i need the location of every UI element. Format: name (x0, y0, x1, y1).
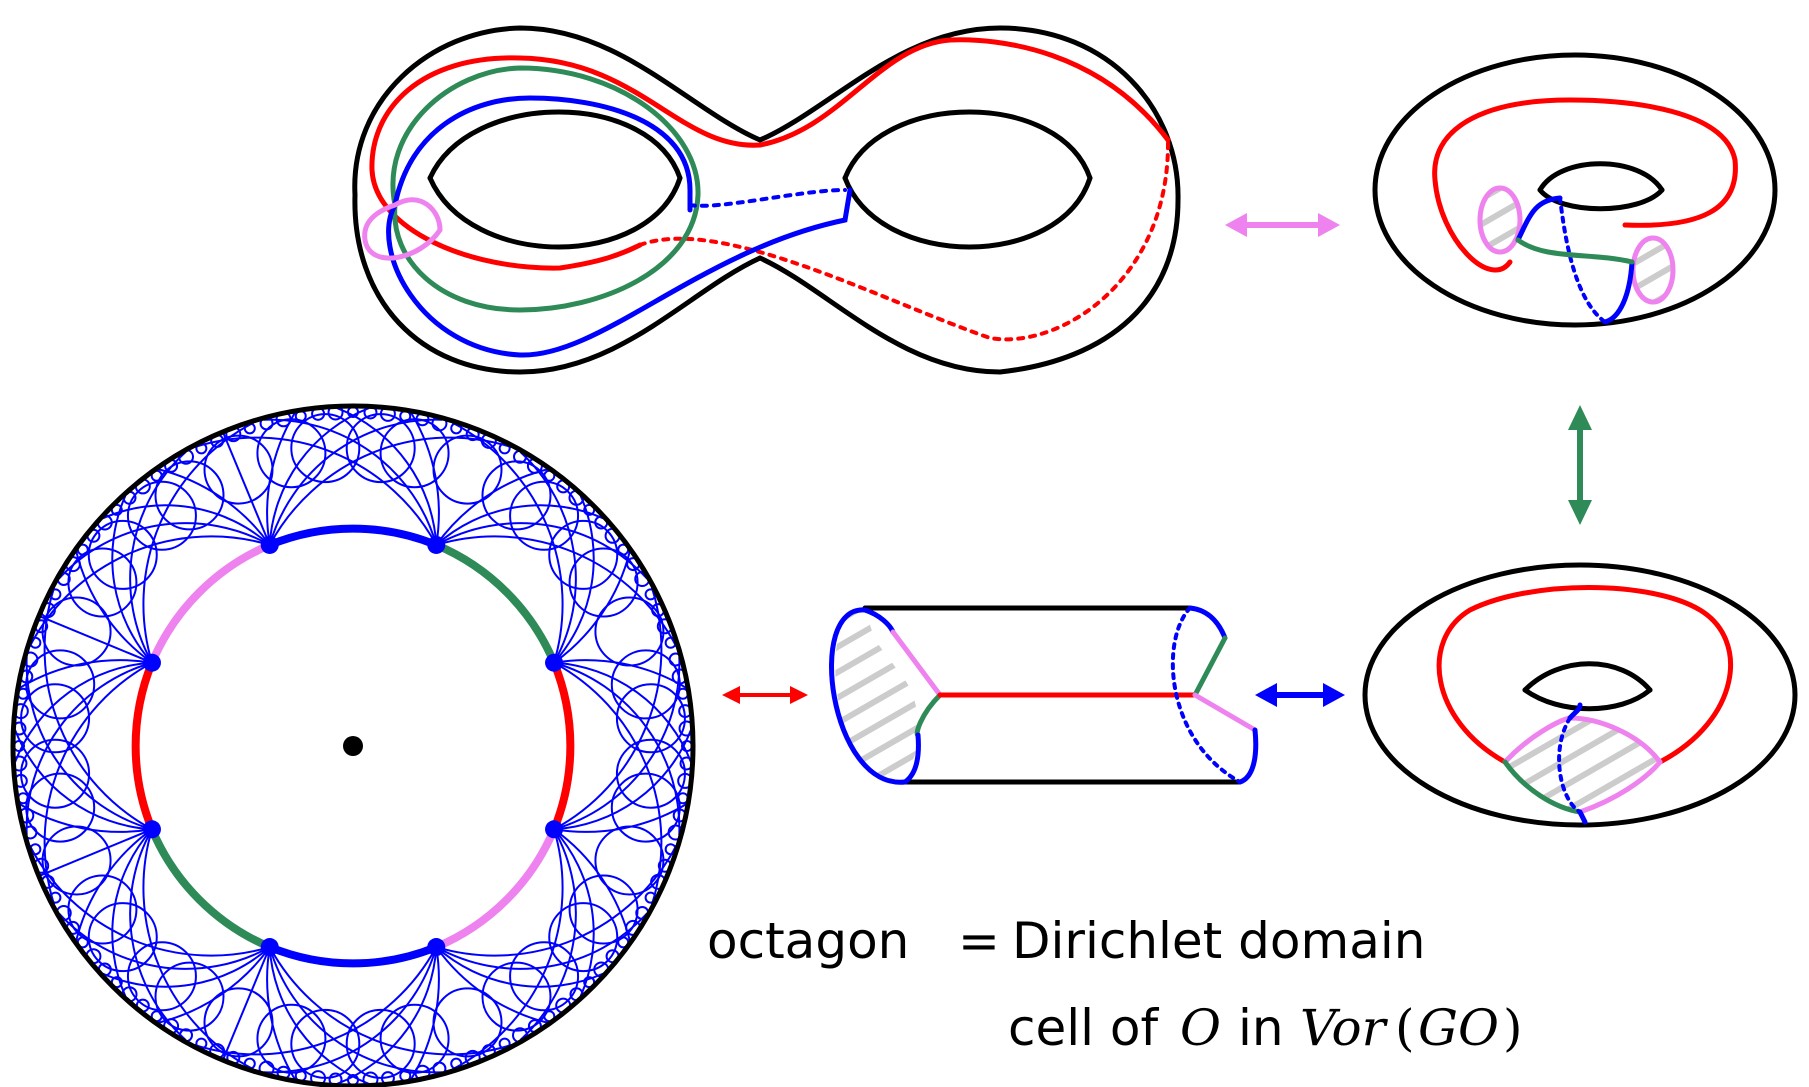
octagon-side (152, 829, 270, 947)
torus2-hole-bottom (1525, 690, 1650, 709)
torus1-blue-dotted (1560, 198, 1605, 322)
cylinder (831, 608, 1255, 782)
torus1-blue-left (1518, 198, 1560, 240)
octagon-vertex (143, 820, 161, 838)
octagon-side (436, 829, 554, 947)
torus2-hole-top (1525, 664, 1650, 690)
blue-double-arrow (1255, 683, 1345, 707)
octagon-side (152, 545, 270, 663)
tiling-arc (554, 551, 630, 662)
caption-Vor: Vor (1300, 999, 1389, 1057)
green-double-arrow (1568, 405, 1592, 525)
caption-GO: GO (1418, 999, 1499, 1057)
tiling-arc (554, 829, 630, 940)
tiling-arc (436, 947, 547, 1023)
torus-cut-one (1375, 55, 1775, 325)
octagon-vertex (427, 536, 445, 554)
octagon-vertex (143, 654, 161, 672)
caption-cell-of: cell of (1008, 999, 1160, 1057)
cylinder-right-blue-bottom (1240, 730, 1256, 782)
octagon-side (554, 663, 570, 830)
blue-loop-dotted (690, 190, 845, 206)
octagon-side (436, 545, 554, 663)
tiling-arc (436, 469, 547, 545)
torus1-red-loop (1435, 100, 1736, 270)
octagon-side (136, 663, 152, 830)
right-hole-top (845, 112, 1090, 178)
cylinder-hatched-end (835, 610, 919, 780)
octagon-vertex (261, 536, 279, 554)
cylinder-right-green (1195, 638, 1225, 695)
octagon-vertex (427, 938, 445, 956)
violet-double-arrow (1225, 213, 1340, 237)
caption-equals: = (958, 912, 1000, 970)
octagon-vertex (261, 938, 279, 956)
torus2-hatched-disk (1505, 718, 1660, 812)
caption-O: O (1180, 999, 1221, 1057)
octagon-side (270, 529, 437, 545)
torus1-violet-left (1480, 188, 1520, 252)
caption-octagon: octagon (707, 912, 909, 970)
caption-paren-close: ) (1503, 999, 1523, 1057)
torus1-hole-top (1540, 164, 1662, 190)
torus2-blue-bottom (1580, 812, 1585, 822)
torus-cut-two (1365, 565, 1795, 825)
cylinder-right-violet (1195, 695, 1255, 730)
caption-dirichlet: Dirichlet domain (1012, 912, 1425, 970)
caption-in: in (1238, 999, 1284, 1057)
torus1-green (1518, 240, 1632, 262)
torus1-blue-right (1605, 262, 1632, 322)
cylinder-left-green (917, 695, 940, 735)
caption-paren-open: ( (1395, 999, 1415, 1057)
torus1-violet-right (1633, 238, 1673, 302)
caption: octagon = Dirichlet domain cell of O in … (707, 912, 1523, 1057)
octagon-vertex (545, 820, 563, 838)
octagon-vertex (545, 654, 563, 672)
center-point-O (343, 736, 363, 756)
genus2-surface (355, 28, 1178, 372)
red-double-arrow (722, 686, 808, 704)
poincare-disk (12, 405, 693, 1086)
left-hole-bottom (430, 178, 680, 247)
octagon-side (270, 947, 437, 963)
cylinder-right-blue-top (1190, 608, 1225, 638)
right-hole-bottom (845, 178, 1090, 247)
